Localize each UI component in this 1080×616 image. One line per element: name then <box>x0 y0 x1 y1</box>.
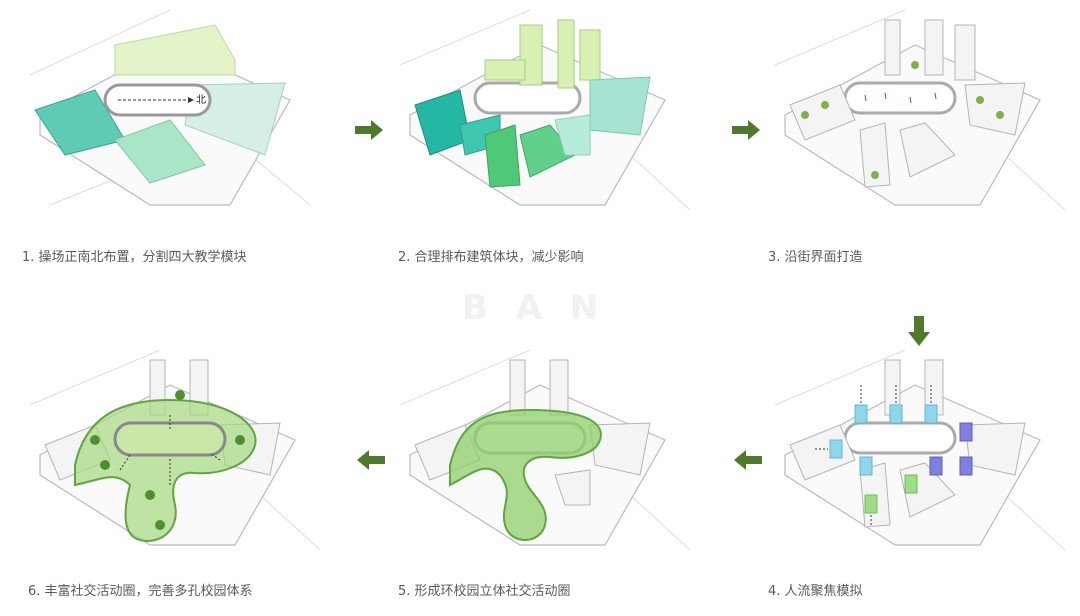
running-track <box>103 83 212 117</box>
block-south <box>114 119 206 184</box>
arrow-left-icon <box>357 450 385 470</box>
social-loop <box>449 408 602 541</box>
caption-step-5: 5. 形成环校园立体社交活动圈 <box>398 584 571 599</box>
diagram-step-5 <box>390 345 700 560</box>
step-1-axonometric <box>29 9 311 206</box>
north-arrow-head <box>188 97 194 103</box>
caption-step-3: 3. 沿街界面打造 <box>768 250 863 265</box>
step-5-axonometric <box>399 349 691 551</box>
diagram-step-4 <box>765 345 1075 560</box>
running-track <box>843 421 957 455</box>
diagram-step-3 <box>765 5 1075 220</box>
caption-step-6: 6. 丰富社交活动圈，完善多孔校园体系 <box>28 584 253 599</box>
running-track <box>843 81 957 115</box>
tower-2 <box>557 19 575 89</box>
caption-step-2: 2. 合理排布建筑体块，减少影响 <box>398 250 584 265</box>
diagram-step-2 <box>390 5 700 220</box>
block-north <box>484 59 526 81</box>
arrow-down-icon <box>908 316 930 346</box>
block-east <box>589 76 651 136</box>
arrow-right-icon <box>732 120 760 140</box>
caption-step-1: 1. 操场正南北布置，分割四大教学模块 <box>22 250 247 265</box>
step-3-axonometric <box>774 9 1066 211</box>
north-label: 北 <box>196 95 206 106</box>
block-south-3 <box>554 114 591 156</box>
diagram-step-1: 北 <box>20 5 320 220</box>
step-6-axonometric <box>29 349 321 551</box>
step-4-axonometric <box>774 349 1066 551</box>
arrow-left-icon <box>734 450 762 470</box>
diagram-step-6 <box>20 345 330 560</box>
tower-3 <box>579 29 601 81</box>
block-south-1 <box>484 124 521 188</box>
block-north <box>114 24 236 76</box>
arrow-right-icon <box>355 120 383 140</box>
caption-step-4: 4. 人流聚焦模拟 <box>768 584 863 599</box>
watermark: B A N <box>462 288 607 328</box>
step-2-axonometric <box>399 9 691 211</box>
